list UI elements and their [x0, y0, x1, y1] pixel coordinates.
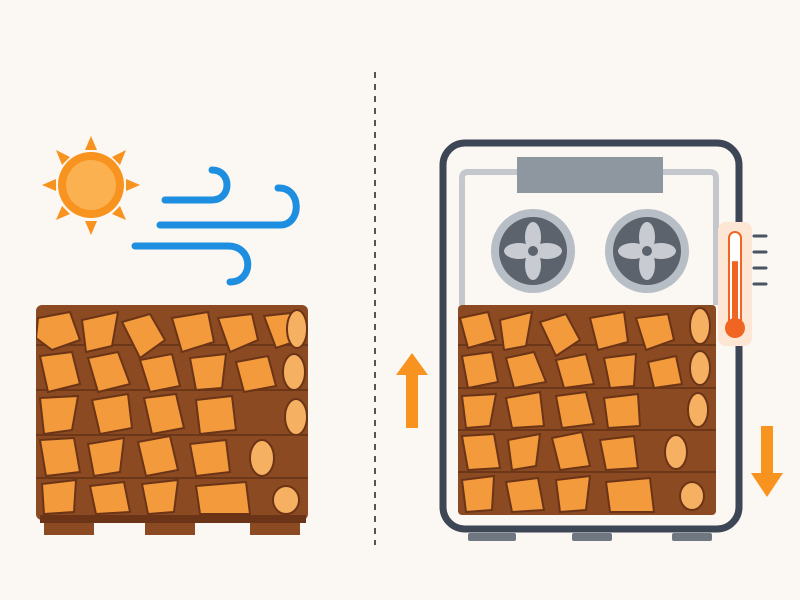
down-arrow-icon [751, 426, 783, 497]
fan-icon [605, 209, 689, 293]
kiln-feet [468, 533, 712, 541]
wind-icon [131, 166, 300, 286]
pallet-icon [40, 515, 306, 535]
fan-icon [491, 209, 575, 293]
heater-bar [517, 157, 663, 193]
woodpile-left [36, 305, 308, 520]
up-arrow-icon [396, 353, 428, 428]
woodpile-right [458, 305, 716, 515]
sun-icon [42, 136, 140, 235]
thermometer-icon [718, 222, 768, 346]
